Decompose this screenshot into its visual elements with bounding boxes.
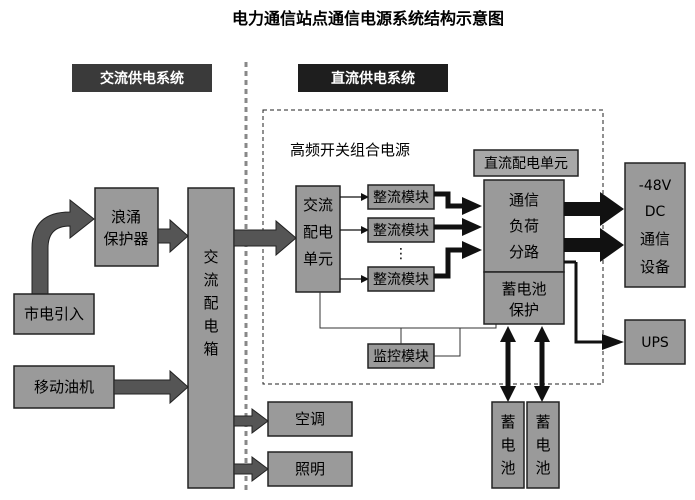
equipment-label-1: -48V	[639, 178, 672, 194]
equipment-box	[624, 162, 686, 288]
rect-to-load-arrowhead-3	[462, 241, 482, 259]
rectifier-label-2: 整流模块	[373, 223, 429, 239]
generator-box	[13, 365, 115, 409]
load-to-equipment-arrow-2	[564, 228, 624, 262]
ac-distribution-box	[187, 187, 235, 489]
ac-unit-box	[295, 185, 341, 293]
battery-protect-label-1: 蓄电池	[501, 280, 546, 298]
load-to-equipment-arrow-1	[564, 192, 624, 226]
battery-1-char-2: 电	[500, 436, 515, 454]
load-to-ups-arrowhead	[602, 334, 624, 350]
equipment-label-4: 设备	[640, 258, 670, 276]
equipment-label-3: 通信	[640, 230, 670, 248]
surge-label-2: 保护器	[103, 230, 148, 248]
monitor-label: 监控模块	[373, 349, 429, 365]
monitor-module	[367, 343, 435, 369]
ac-box-char-2: 流	[203, 271, 218, 289]
group-label: 高频开关组合电源	[290, 141, 410, 159]
lighting-box	[267, 451, 353, 487]
battery-1-char-1: 蓄	[500, 413, 515, 431]
surge-protector-box	[94, 187, 159, 267]
rectifier-label-3: 整流模块	[373, 272, 429, 288]
battery-1-char-3: 池	[500, 459, 515, 477]
load-label-2: 负荷	[509, 217, 539, 235]
mains-label: 市电引入	[24, 305, 84, 323]
mains-box	[13, 293, 95, 335]
load-box	[483, 179, 565, 273]
acbox-to-aircon-arrow	[233, 408, 269, 434]
load-label-3: 分路	[509, 243, 539, 261]
rect-to-load-arrow	[434, 191, 464, 279]
battery-box-2	[526, 401, 560, 489]
rectifier-module-2	[367, 217, 435, 243]
rect-to-load-arrowhead-2	[462, 218, 482, 236]
surge-label-1: 浪涌	[111, 208, 141, 226]
aircon-label: 空调	[295, 410, 325, 428]
rectifier-label-1: 整流模块	[373, 190, 429, 206]
ac-unit-label-2: 配电	[303, 223, 333, 241]
ac-box-char-5: 箱	[203, 340, 218, 358]
ups-label: UPS	[641, 335, 669, 351]
battery-2-char-3: 池	[535, 459, 550, 477]
ac-unit-label-1: 交流	[303, 196, 333, 214]
battery-protect-box	[483, 271, 565, 325]
dc-unit-label: 直流配电单元	[484, 155, 568, 172]
diagram-title: 电力通信站点通信电源系统结构示意图	[232, 9, 504, 28]
ac-section-header	[72, 64, 212, 92]
surge-to-acbox-arrow	[157, 218, 189, 254]
battery-1-arrow-up	[500, 326, 516, 342]
aircon-box	[267, 401, 353, 437]
battery-2-arrow-up	[534, 326, 550, 342]
rectifier-module-1	[367, 184, 435, 210]
ac-box-char-1: 交	[203, 248, 218, 266]
load-to-ups-line	[574, 262, 604, 344]
ac-section-label: 交流供电系统	[100, 70, 184, 87]
ac-box-char-3: 配	[203, 294, 218, 312]
load-label-1: 通信	[509, 191, 539, 209]
mains-curved-arrow	[31, 198, 95, 295]
ac-unit-label-3: 单元	[303, 250, 333, 268]
battery-2-char-2: 电	[535, 436, 550, 454]
rect-to-load-arrowhead-1	[462, 197, 482, 215]
equipment-label-2: DC	[645, 204, 666, 220]
acbox-to-lighting-arrow	[233, 456, 269, 482]
dc-unit-header	[473, 149, 579, 177]
lighting-label: 照明	[295, 460, 325, 478]
ac-box-char-4: 电	[203, 317, 218, 335]
battery-protect-label-2: 保护	[509, 301, 539, 319]
monitor-connections	[319, 292, 497, 357]
rectifier-dots: ⋮	[394, 246, 408, 262]
dc-section-label: 直流供电系统	[331, 70, 415, 87]
battery-box-1	[491, 401, 525, 489]
ups-box	[624, 319, 686, 365]
rectifier-module-3	[367, 266, 435, 292]
battery-2-char-1: 蓄	[535, 413, 550, 431]
battery-2-arrow-down	[534, 386, 550, 402]
battery-1-arrow-down	[500, 386, 516, 402]
acbox-to-acunit-arrow	[233, 219, 297, 257]
generator-to-acbox-arrow	[113, 369, 189, 405]
dc-section-header	[298, 64, 448, 92]
generator-label: 移动油机	[34, 378, 94, 396]
